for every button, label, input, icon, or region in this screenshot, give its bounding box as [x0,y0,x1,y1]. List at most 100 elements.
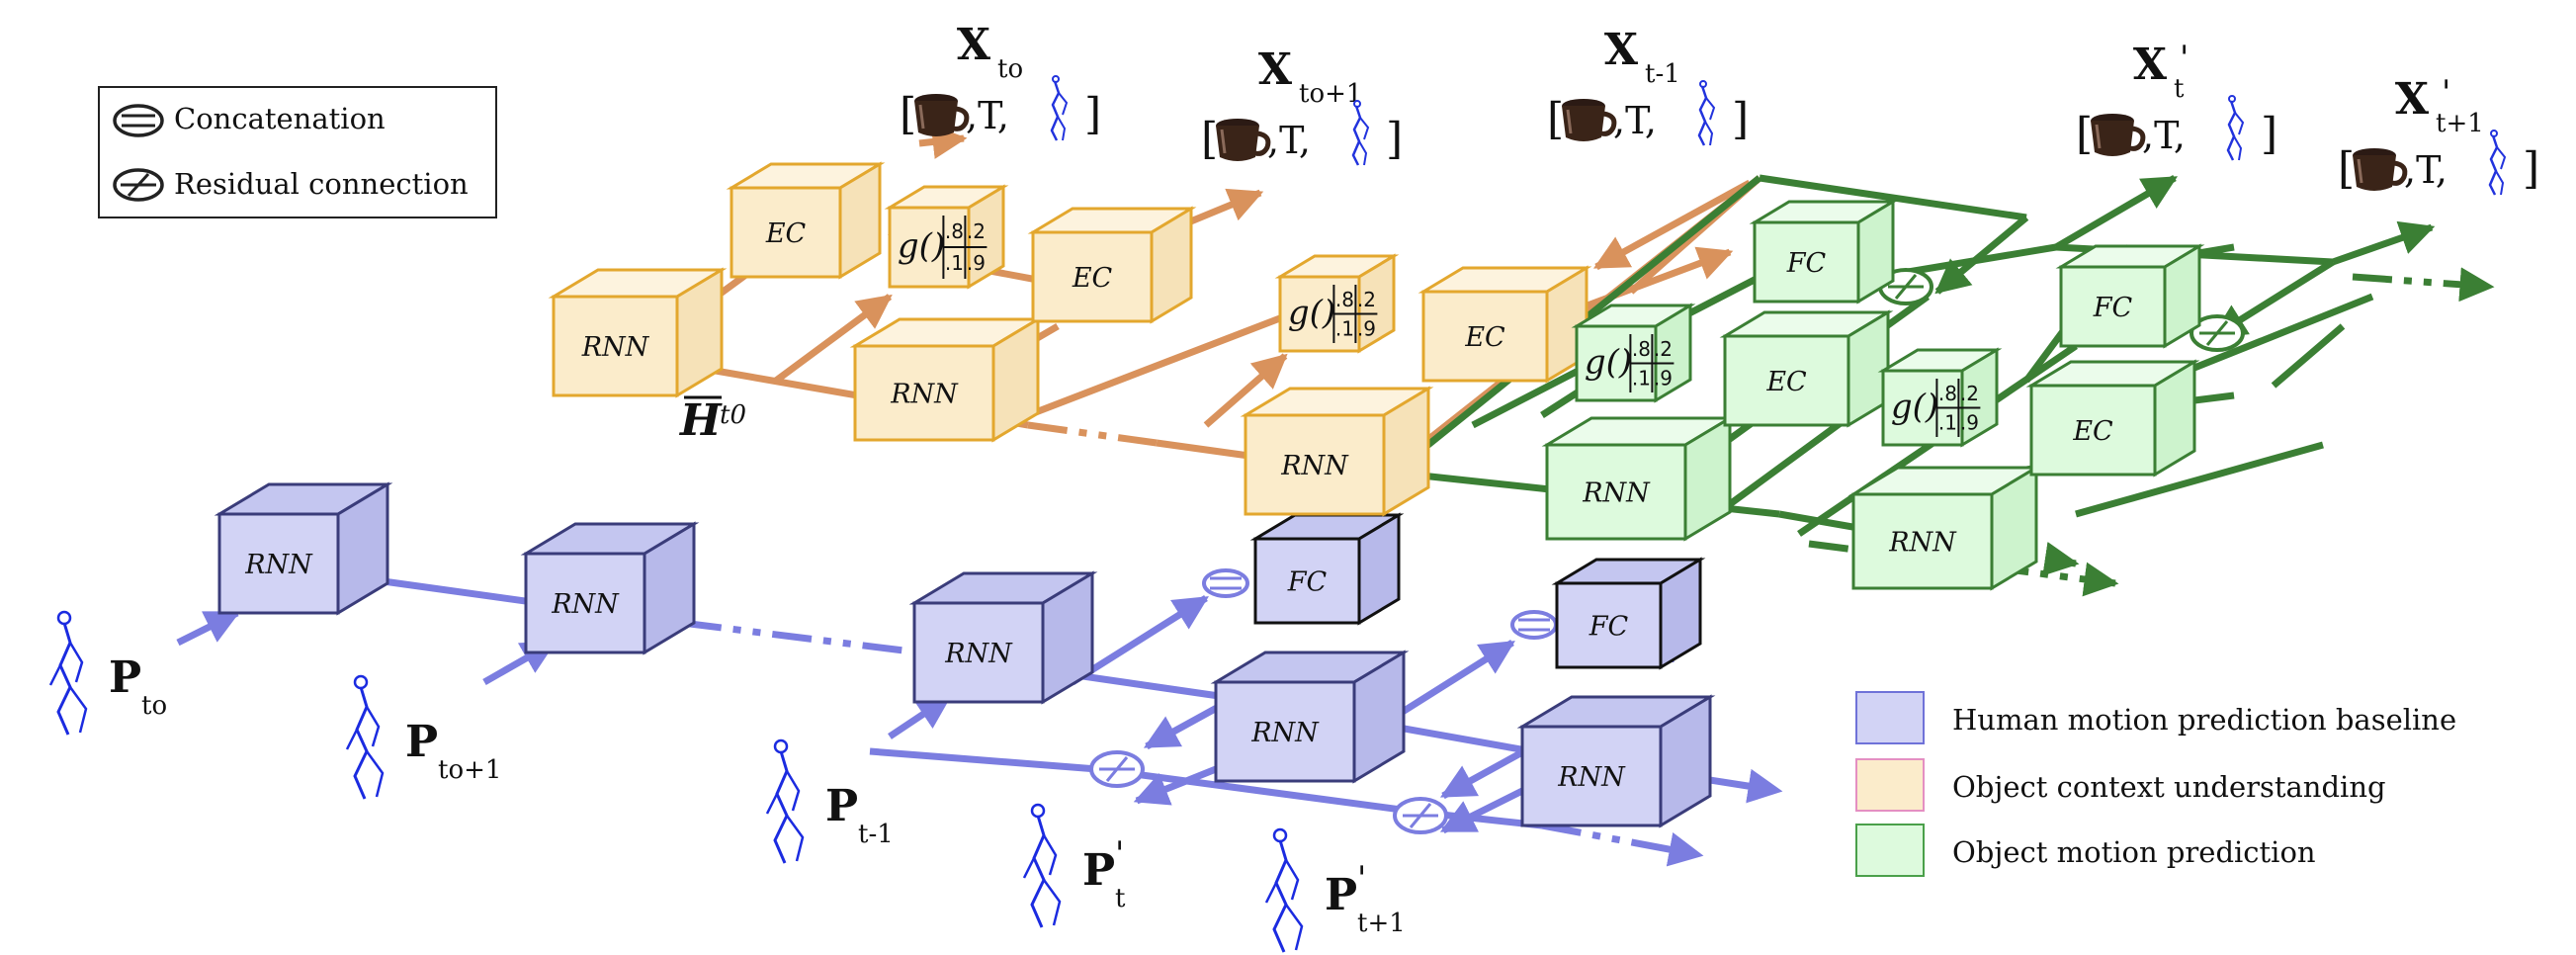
pose-prime: ' [1115,834,1124,874]
pose-main: P [1325,870,1357,920]
ec-context-2-label: EC [1072,263,1113,294]
rnn-context-3-label: RNN [1280,451,1349,481]
mug-icon [914,94,967,136]
rnn-object-1-label: RNN [1582,478,1651,509]
g-context-2-matrix-cell: .1 [1335,316,1354,340]
rnn-context-1-label: RNN [581,332,650,363]
hidden-state-sub: t0 [720,400,746,430]
g-object-1: g().8.2.1.9 [1571,303,1696,403]
fc-object-2-label: FC [2093,293,2133,323]
g-context-2-label: g() [1288,294,1335,333]
tuple-close-bracket: ] [1386,114,1403,164]
tuple-t: ,T, [966,94,1009,137]
residual-op-2 [1393,797,1448,834]
pose-main: P [405,717,438,767]
legend-swatch-human [1855,691,1925,744]
fc-human-2-label: FC [1589,612,1629,643]
tuple-close-bracket: ] [1732,94,1749,144]
pose-sub: t-1 [858,820,894,849]
pose-mini-icon [1050,74,1069,142]
object-state-main: X [2395,74,2430,125]
tuple-open-bracket: [ [2076,109,2093,159]
g-object-1-label: g() [1585,343,1632,383]
concat-op-1 [1202,568,1249,598]
legend-swatch-context [1855,758,1925,812]
g-context-2-matrix-cell: .8 [1335,288,1354,311]
object-state-main: X [1258,44,1293,95]
object-state-prime: ' [2180,39,2189,78]
tuple-t: ,T, [2404,148,2447,192]
tuple-t: ,T, [2142,114,2186,157]
g-context-2-matrix-cell: .2 [1357,288,1376,311]
rnn-context-1: RNN [548,267,728,398]
hidden-state-main: H [678,395,723,446]
human-pose-icon [765,738,805,865]
ec-context-3: EC [1417,265,1592,384]
residual-op-4 [2190,314,2245,352]
fc-object-1: FC [1749,199,1899,304]
object-state-label-5: X't+1[,T,] [2338,73,2539,197]
object-state-sub: t+1 [2436,109,2484,138]
rnn-human-3-label: RNN [944,639,1013,669]
rnn-context-2: RNN [849,316,1044,443]
tuple-t: ,T, [1613,99,1657,142]
g-object-1-matrix-cell: .2 [1654,337,1673,361]
legend-label-human: Human motion prediction baseline [1952,703,2456,737]
g-object-2-matrix-cell: .1 [1938,410,1957,434]
g-object-2-matrix-cell: .8 [1938,382,1957,405]
ec-object-2-label: EC [2072,416,2113,447]
rnn-human-2: RNN [520,521,700,655]
concat-legend-icon [113,104,164,137]
g-object-2-matrix-cell: .2 [1960,382,1979,405]
fc-object-2: FC [2055,243,2205,349]
rnn-human-1-label: RNN [244,550,313,580]
g-object-1-matrix-cell: .1 [1632,366,1651,390]
object-state-main: X [2133,40,2168,90]
residual-legend-label: Residual connection [174,167,469,201]
fc-human-1-label: FC [1287,567,1328,598]
g-context-1-label: g() [898,226,945,266]
pose-sub: to+1 [438,755,501,785]
mug-icon [1562,99,1614,141]
legend-label-object: Object motion prediction [1952,835,2316,869]
pose-sub: t+1 [1357,909,1406,938]
fc-human-2: FC [1551,557,1706,670]
ec-context-3-label: EC [1464,322,1505,353]
pose-main: P [825,781,858,831]
rnn-human-1: RNN [214,481,393,616]
object-state-sub: t-1 [1645,59,1680,89]
rnn-human-5-label: RNN [1557,762,1626,793]
residual-legend-icon [113,168,164,202]
ec-object-1-label: EC [1765,367,1807,397]
human-pose-icon [1264,827,1304,954]
g-object-2-matrix-cell: .9 [1960,410,1979,434]
pose-label-5: P't+1 [1264,827,1406,954]
g-context-1-matrix-cell: .8 [945,219,964,243]
ec-object-1: EC [1719,309,1894,428]
tuple-open-bracket: [ [2338,143,2355,194]
rnn-object-2-label: RNN [1888,528,1957,559]
ec-object-2: EC [2025,359,2200,478]
mug-icon [2091,114,2143,156]
g-object-1-matrix-cell: .8 [1632,337,1651,361]
residual-op-1 [1089,750,1145,788]
tuple-open-bracket: [ [900,89,916,139]
tuple-open-bracket: [ [1547,94,1564,144]
object-state-sub: t [2174,74,2185,104]
g-object-2-label: g() [1891,388,1938,427]
pose-label-1: Pto [48,610,167,737]
rnn-human-4: RNN [1210,650,1410,784]
g-context-2-matrix-cell: .9 [1357,316,1376,340]
rnn-human-3: RNN [908,570,1098,705]
human-pose-icon [1022,803,1062,929]
legend-label-context: Object context understanding [1952,770,2386,804]
tuple-close-bracket: ] [2261,109,2277,159]
pose-sub: to [141,691,167,721]
g-context-2: g().8.2.1.9 [1274,253,1400,354]
pose-main: P [109,652,141,703]
mug-icon [1216,119,1268,161]
object-state-prime: ' [2442,73,2450,113]
